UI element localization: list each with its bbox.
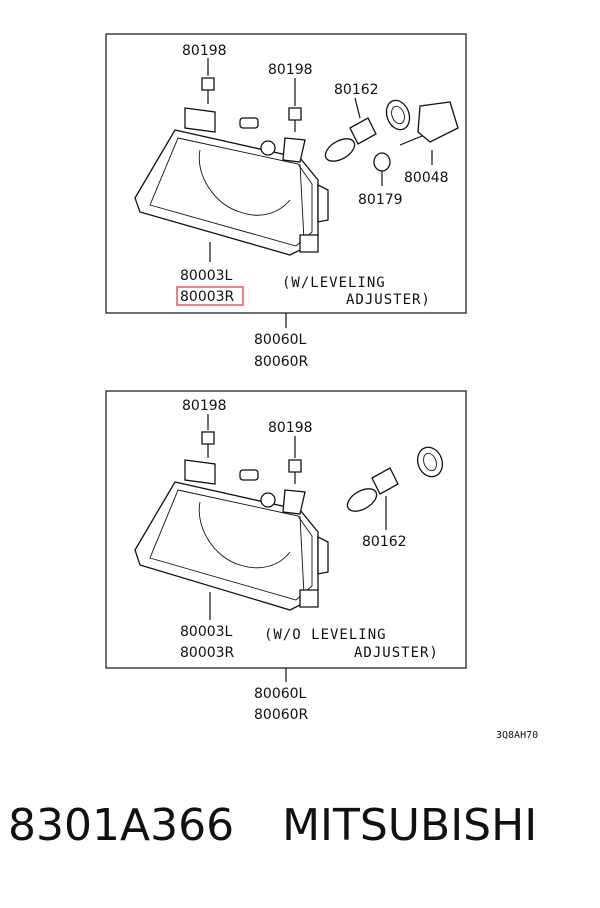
footer: 8301A366 MITSUBISHI xyxy=(8,800,592,870)
retainer-ring xyxy=(385,99,411,131)
label-bulb: 80162 xyxy=(334,82,379,98)
panel-without-leveling: 80198 80198 80162 80003L 80003R (W/O LEV… xyxy=(105,390,467,723)
bulb xyxy=(324,97,377,162)
label-bolt-left: 80198 xyxy=(182,43,227,59)
label-assy-l: 80060L xyxy=(254,686,307,702)
panel-with-leveling: 80198 80198 80162 80048 80179 80003L 800… xyxy=(105,33,467,370)
note-line2: ADJUSTER) xyxy=(346,292,431,308)
label-housing-l: 80003L xyxy=(180,268,233,284)
headlamp-housing xyxy=(134,107,329,256)
note-line2: ADJUSTER) xyxy=(354,645,439,661)
bolt-left xyxy=(201,58,215,104)
label-bolt-right: 80198 xyxy=(268,420,313,436)
label-bolt-right: 80198 xyxy=(268,62,313,78)
bolt-right xyxy=(288,78,302,132)
bulb xyxy=(346,467,399,530)
label-assy-l: 80060L xyxy=(254,332,307,348)
brand-name: MITSUBISHI xyxy=(282,800,538,851)
label-assy-r: 80060R xyxy=(254,707,309,723)
label-housing-r: 80003R xyxy=(180,289,235,305)
parts-diagram: 80198 80198 80162 80048 80179 80003L 800… xyxy=(105,33,538,741)
part-number: 8301A366 xyxy=(8,800,235,851)
note-line1: (W/LEVELING xyxy=(282,275,386,291)
label-housing-r: 80003R xyxy=(180,645,235,661)
o-ring xyxy=(373,152,391,186)
leveling-socket xyxy=(399,101,459,165)
label-bolt-left: 80198 xyxy=(182,398,227,414)
bolt-right xyxy=(288,436,302,484)
diagram-code: 3Q8AH70 xyxy=(496,730,538,741)
bolt-left xyxy=(201,414,215,458)
label-bulb: 80162 xyxy=(362,534,407,550)
headlamp-housing xyxy=(134,459,329,611)
label-ring: 80179 xyxy=(358,192,403,208)
highlight-box xyxy=(176,286,244,306)
note-line1: (W/O LEVELING xyxy=(264,627,387,643)
label-socket: 80048 xyxy=(404,170,449,186)
retainer-ring xyxy=(416,446,444,478)
label-housing-l: 80003L xyxy=(180,624,233,640)
label-assy-r: 80060R xyxy=(254,354,309,370)
